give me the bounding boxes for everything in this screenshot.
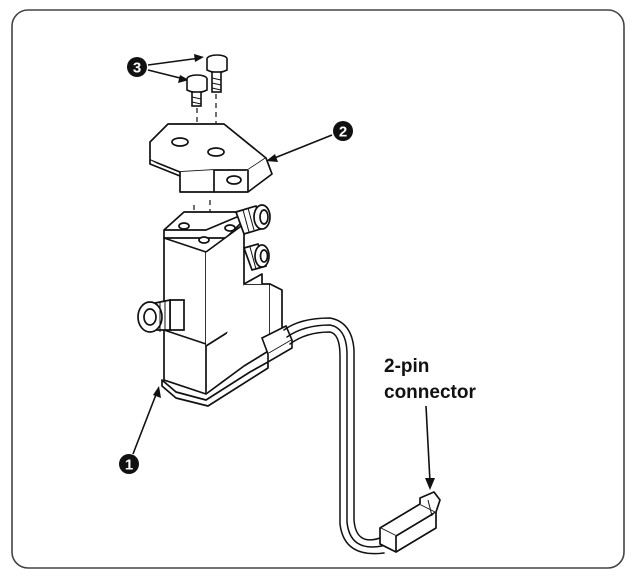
callout-2-leader <box>271 134 333 160</box>
mounting-bracket <box>149 123 273 193</box>
callout-3-leader-upper <box>147 57 201 66</box>
two-pin-connector-plug <box>379 491 441 553</box>
valve-wire-socket <box>260 324 294 364</box>
connector-label: 2-pin connector <box>384 356 476 490</box>
callout-1-number: 1 <box>125 457 133 474</box>
side-air-fitting <box>137 298 185 333</box>
callout-3-marker <box>127 57 147 77</box>
callout-1-leader <box>132 391 158 455</box>
callout-1-marker <box>119 454 139 474</box>
callout-2-bracket: 2 <box>266 121 353 162</box>
callout-1-solenoid-valve: 1 <box>119 386 161 474</box>
callout-1-arrowhead <box>153 386 161 398</box>
callout-3-arrowhead-upper <box>194 54 204 62</box>
callout-3-number: 3 <box>133 60 141 77</box>
callout-3-arrowhead-lower <box>178 75 189 83</box>
connector-label-leader <box>425 405 431 483</box>
solenoid-valve-body <box>161 211 283 407</box>
callout-2-arrowhead <box>266 154 278 162</box>
diagram-frame <box>11 9 625 569</box>
upper-air-fittings <box>234 204 271 272</box>
connector-label-line1: 2-pin <box>384 356 429 377</box>
screw-left <box>186 74 208 107</box>
callout-3-leader-lower <box>147 69 185 80</box>
callout-2-number: 2 <box>339 124 347 141</box>
connector-label-arrowhead <box>425 478 435 490</box>
screw-right <box>206 54 228 93</box>
callout-2-marker <box>333 121 353 141</box>
callout-3-screws: 3 <box>127 54 204 83</box>
connector-label-line2: connector <box>384 382 476 403</box>
connector-cable <box>283 317 385 555</box>
